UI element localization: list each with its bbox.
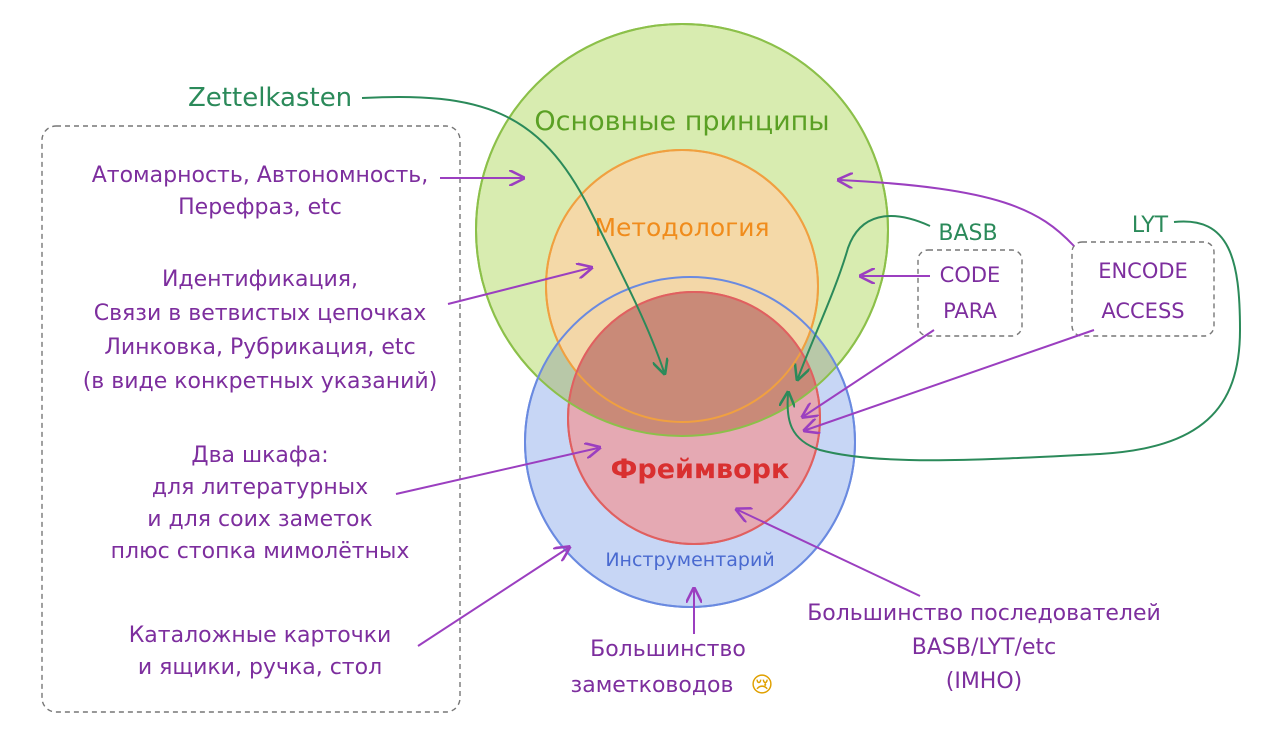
majority-followers-line: BASB/LYT/etc [912,635,1057,660]
methodology-note-line: (в виде конкретных указаний) [83,369,438,394]
methodology-label: Методология [594,213,769,242]
principles-note-line: Перефраз, etc [178,195,342,220]
majority-note-takers-note: Большинство заметководов [571,637,746,698]
tools-note-line: Каталожные карточки [129,623,392,648]
lyt-box [1071,241,1215,337]
majority-followers-line: Большинство последователей [807,601,1161,626]
framework-note: Два шкафа: для литературных и для соих з… [111,443,410,564]
lyt-arrow [788,220,1242,462]
access-arrow [806,329,1095,430]
principles-note-line: Атомарность, Автономность, [92,163,429,188]
methodology-note: Идентификация, Связи в ветвистых цепочка… [83,267,438,394]
framework-note-line: и для соих заметок [147,507,373,532]
framework-note-line: Два шкафа: [191,443,328,468]
majority-note-takers-line: заметководов [571,673,734,698]
methodology-note-line: Идентификация, [162,267,358,292]
access-label: ACCESS [1101,299,1184,323]
lyt-label: LYT [1132,213,1169,238]
methodology-arrow [447,268,590,305]
encode-label: ENCODE [1098,259,1188,283]
framework-note-line: для литературных [152,475,368,500]
framework-note-line: плюс стопка мимолётных [111,539,410,564]
tools-arrow [417,548,568,647]
followers-arrow [738,510,921,597]
majority-note-takers-line: Большинство [590,637,746,662]
framework-label: Фреймворк [611,454,790,485]
zettelkasten-label: Zettelkasten [188,83,352,113]
principles-note: Атомарность, Автономность, Перефраз, etc [92,163,429,220]
code-label: CODE [940,263,1001,287]
methodology-note-line: Линковка, Рубрикация, etc [104,335,415,360]
para-arrow [804,329,935,416]
basb-arrow [798,215,931,378]
encode-arrow [840,180,1075,247]
para-label: PARA [943,299,997,323]
methodology-note-line: Связи в ветвистых цепочках [94,301,427,326]
zettelkasten-arrow [361,95,664,372]
sad-emoji-icon: 😢 [751,673,774,698]
majority-followers-line: (IMHO) [946,669,1023,694]
framework-arrow [395,448,598,495]
tools-note-line: и ящики, ручка, стол [138,655,382,680]
majority-followers-note: Большинство последователей BASB/LYT/etc … [807,601,1161,694]
principles-label: Основные принципы [534,106,829,137]
tools-note: Каталожные карточки и ящики, ручка, стол [129,623,392,680]
basb-label: BASB [938,221,997,246]
tools-label: Инструментарий [605,549,774,571]
